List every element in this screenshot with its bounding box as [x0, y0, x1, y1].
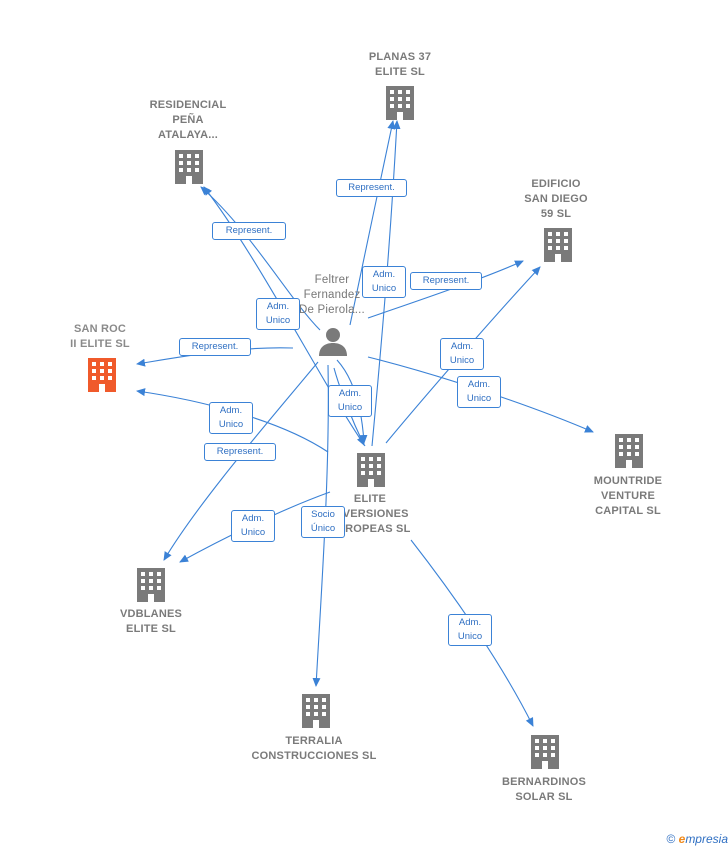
building-icon — [386, 86, 414, 120]
node-label-bernardinos[interactable]: BERNARDINOS SOLAR SL — [501, 776, 587, 803]
node-icons — [88, 86, 643, 769]
edge-adm-planas — [371, 120, 401, 447]
edge-represent-planas — [349, 120, 396, 326]
brand-logo-text: mpresia — [685, 832, 728, 846]
edge-label-represent: Represent. — [336, 179, 407, 197]
edge-label-represent: Represent. — [204, 443, 276, 461]
edge-label-adm-unico: Adm. Unico — [457, 376, 501, 408]
node-label-vdblanes[interactable]: VDBLANES ELITE SL — [119, 608, 183, 635]
node-label-person[interactable]: Feltrer Fernandez De Pierola... — [299, 274, 365, 316]
edge-label-represent: Represent. — [179, 338, 251, 356]
node-label-sanroc[interactable]: SAN ROC II ELITE SL — [70, 323, 130, 350]
edge-label-socio-unico: Socio Único — [301, 506, 345, 538]
node-label-edificio[interactable]: EDIFICIO SAN DIEGO 59 SL — [524, 178, 588, 220]
node-label-residencial[interactable]: RESIDENCIAL PEÑA ATALAYA... — [149, 99, 227, 141]
edge-label-adm-unico: Adm. Unico — [448, 614, 492, 646]
node-label-planas[interactable]: PLANAS 37 ELITE SL — [368, 51, 432, 78]
edge-represent-residencial — [200, 186, 321, 331]
edge-label-adm-unico: Adm. Unico — [256, 298, 300, 330]
person-icon — [319, 328, 347, 356]
edge-label-adm-unico: Adm. Unico — [328, 385, 372, 417]
building-icon — [137, 568, 165, 602]
edge-label-adm-unico: Adm. Unico — [209, 402, 253, 434]
building-icon — [357, 453, 385, 487]
building-icon — [615, 434, 643, 468]
edge-label-adm-unico: Adm. Unico — [440, 338, 484, 370]
building-icon — [544, 228, 572, 262]
footer-branding: © empresia — [666, 832, 728, 846]
edge-label-represent: Represent. — [410, 272, 482, 290]
brand-logo-e: e — [678, 832, 686, 846]
edge-label-represent: Represent. — [212, 222, 286, 240]
node-label-elite[interactable]: ELITE INVERSIONES EUROPEAS SL — [329, 493, 411, 535]
copyright-symbol: © — [666, 832, 676, 846]
edge-label-adm-unico: Adm. Unico — [231, 510, 275, 542]
building-icon — [175, 150, 203, 184]
building-icon — [531, 735, 559, 769]
building-icon-focus — [88, 358, 116, 392]
node-label-terralia[interactable]: TERRALIA CONSTRUCCIONES SL — [251, 735, 377, 762]
edge-label-adm-unico: Adm. Unico — [362, 266, 406, 298]
building-icon — [302, 694, 330, 728]
node-label-mountride[interactable]: MOUNTRIDE VENTURE CAPITAL SL — [593, 475, 663, 517]
